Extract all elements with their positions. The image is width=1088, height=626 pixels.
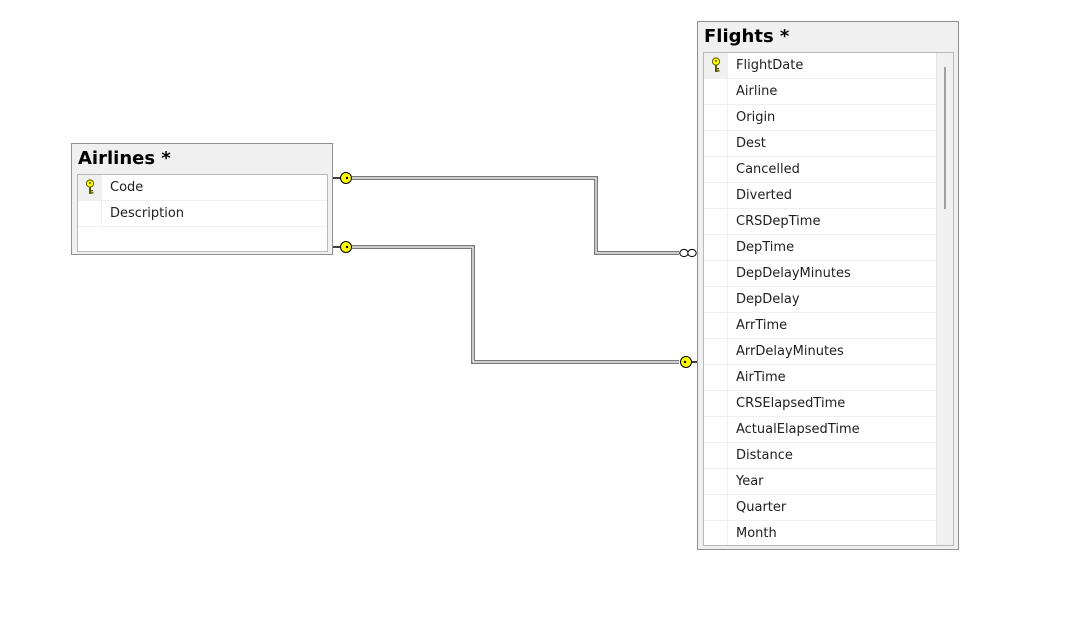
column-name: Year [736, 474, 764, 489]
row-selector[interactable] [704, 183, 728, 208]
column-name: ArrDelayMinutes [736, 344, 844, 359]
column-name: FlightDate [736, 58, 804, 73]
key-end-icon [333, 172, 352, 184]
column-row[interactable]: Airline [704, 79, 953, 105]
column-row[interactable]: DepTime [704, 235, 953, 261]
relationship-one-to-many[interactable] [333, 172, 697, 258]
relationship-one-to-one[interactable] [333, 241, 698, 368]
key-end-icon [680, 356, 698, 368]
column-row[interactable]: ArrDelayMinutes [704, 339, 953, 365]
column-row[interactable]: ArrTime [704, 313, 953, 339]
row-selector[interactable] [704, 287, 728, 312]
infinity-end-icon [679, 248, 697, 258]
column-name: Diverted [736, 188, 793, 203]
column-row[interactable]: Origin [704, 105, 953, 131]
column-row[interactable]: Dest [704, 131, 953, 157]
row-selector[interactable] [704, 131, 728, 156]
row-selector[interactable] [78, 175, 102, 200]
flights-table[interactable]: Flights * FlightDate Airline Origin Dest… [697, 21, 959, 550]
column-name: Month [736, 526, 777, 541]
column-name: ActualElapsedTime [736, 422, 860, 437]
column-row[interactable]: Code [78, 175, 327, 201]
row-selector[interactable] [704, 105, 728, 130]
column-name: AirTime [736, 370, 786, 385]
primary-key-icon [85, 179, 95, 194]
column-name: Airline [736, 84, 778, 99]
column-name: Code [110, 180, 144, 195]
column-name: Dest [736, 136, 766, 151]
column-name: CRSDepTime [736, 214, 821, 229]
row-selector[interactable] [704, 235, 728, 260]
row-selector[interactable] [704, 339, 728, 364]
row-selector[interactable] [78, 201, 102, 226]
column-name: Cancelled [736, 162, 800, 177]
column-name: Quarter [736, 500, 787, 515]
row-selector[interactable] [704, 261, 728, 286]
column-name: DepDelayMinutes [736, 266, 851, 281]
row-selector[interactable] [704, 391, 728, 416]
column-row[interactable]: CRSElapsedTime [704, 391, 953, 417]
column-name: Origin [736, 110, 776, 125]
column-row[interactable]: Quarter [704, 495, 953, 521]
row-selector[interactable] [704, 521, 728, 545]
column-name: Distance [736, 448, 793, 463]
key-end-icon [333, 241, 352, 253]
row-selector[interactable] [704, 469, 728, 494]
column-row[interactable]: FlightDate [704, 53, 953, 79]
airlines-table[interactable]: Airlines * Code Description [71, 143, 333, 255]
scrollbar-thumb[interactable] [944, 67, 946, 209]
row-selector[interactable] [704, 417, 728, 442]
column-row[interactable]: Cancelled [704, 157, 953, 183]
column-row[interactable]: DepDelay [704, 287, 953, 313]
airlines-table-title[interactable]: Airlines * [78, 148, 171, 169]
primary-key-icon [711, 57, 721, 72]
vertical-scrollbar[interactable] [936, 53, 953, 545]
column-name: CRSElapsedTime [736, 396, 846, 411]
column-row[interactable]: Diverted [704, 183, 953, 209]
row-selector[interactable] [704, 313, 728, 338]
row-selector[interactable] [704, 443, 728, 468]
column-row[interactable]: DepDelayMinutes [704, 261, 953, 287]
row-selector[interactable] [704, 157, 728, 182]
column-row[interactable]: CRSDepTime [704, 209, 953, 235]
column-name: DepDelay [736, 292, 800, 307]
row-selector[interactable] [704, 365, 728, 390]
column-row[interactable]: Year [704, 469, 953, 495]
row-selector[interactable] [704, 495, 728, 520]
airlines-column-grid: Code Description [77, 174, 328, 252]
column-row[interactable]: AirTime [704, 365, 953, 391]
column-name: DepTime [736, 240, 795, 255]
column-row[interactable]: Distance [704, 443, 953, 469]
flights-table-title[interactable]: Flights * [704, 26, 790, 47]
row-selector[interactable] [704, 209, 728, 234]
column-name: Description [110, 206, 185, 221]
flights-column-grid: FlightDate Airline Origin Dest Cancelled… [703, 52, 954, 546]
column-row[interactable]: Month [704, 521, 953, 545]
row-selector[interactable] [704, 79, 728, 104]
column-name: ArrTime [736, 318, 788, 333]
column-row[interactable]: Description [78, 201, 327, 227]
column-row[interactable]: ActualElapsedTime [704, 417, 953, 443]
row-selector[interactable] [704, 53, 728, 78]
